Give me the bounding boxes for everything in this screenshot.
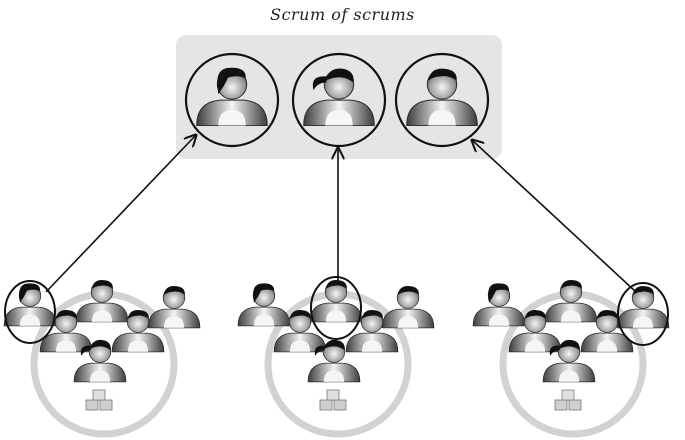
team-3	[472, 280, 670, 438]
team-3-member-2	[616, 286, 670, 329]
team-1-member-1	[3, 283, 57, 327]
team-1	[3, 280, 201, 438]
team-1-representative-ring	[4, 280, 56, 344]
scrum-of-scrums-member-1-ring	[184, 52, 280, 148]
scrum-of-scrums-member-1	[196, 67, 268, 127]
team-1-product-icon	[85, 389, 113, 411]
team-3-member-4	[508, 310, 562, 353]
team-3-member-1	[472, 283, 526, 327]
team-2-member-6	[307, 339, 361, 383]
team-1-member-4	[39, 310, 93, 353]
scrum-of-scrums-member-3	[406, 68, 478, 127]
team-1-member-6	[73, 339, 127, 383]
arrow-team-1-to-member-1	[45, 135, 196, 293]
team-2-representative-ring	[310, 276, 362, 340]
team-2-member-2	[381, 286, 435, 329]
scrum-of-scrums-member-3-ring	[394, 52, 490, 148]
scrum-of-scrums-member-2	[303, 68, 375, 127]
team-2-member-5	[345, 310, 399, 353]
team-1-member-5	[111, 310, 165, 353]
team-3-member-6	[542, 339, 596, 383]
diagram-title: Scrum of scrums	[270, 5, 415, 24]
top-figures	[184, 52, 490, 148]
team-1-member-2	[147, 286, 201, 329]
team-3-representative-ring	[617, 282, 669, 346]
team-2-member-3	[309, 280, 363, 323]
teams	[3, 276, 670, 438]
scrum-of-scrums-member-2-ring	[291, 52, 387, 148]
team-2-member-4	[273, 310, 327, 353]
arrow-team-3-to-member-3	[472, 140, 637, 293]
team-2-member-1	[237, 283, 291, 327]
arrows	[45, 135, 637, 293]
team-3-member-5	[580, 310, 634, 353]
team-2	[237, 276, 435, 438]
team-2-product-icon	[319, 389, 347, 411]
team-1-member-3	[75, 280, 129, 323]
team-3-member-3	[544, 280, 598, 323]
team-3-product-icon	[554, 389, 582, 411]
